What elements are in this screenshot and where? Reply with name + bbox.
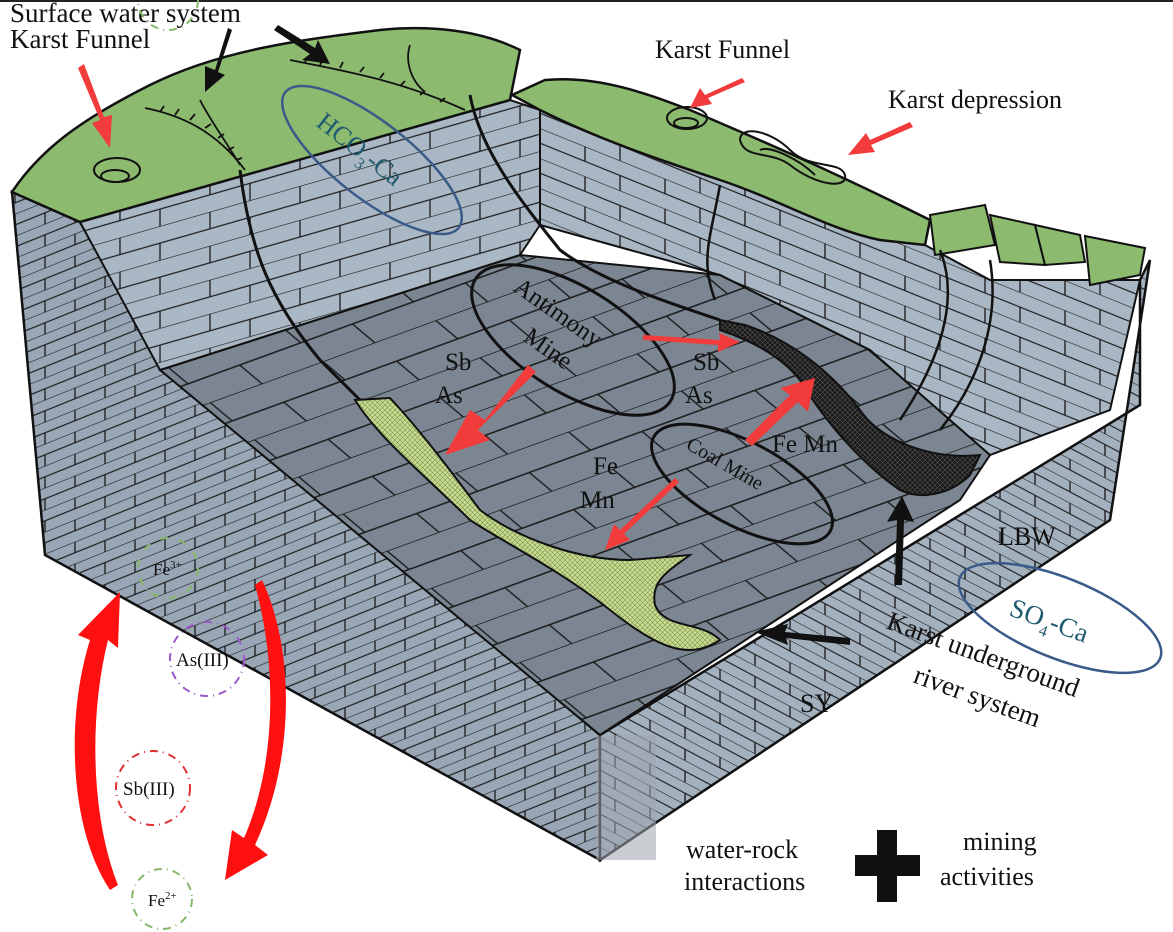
- so4-ellipse: [957, 561, 1163, 675]
- label-water-rock-1: water-rock: [686, 835, 798, 864]
- river-yellow: [353, 396, 722, 651]
- label-fe-mn-right: Fe Mn: [772, 431, 838, 458]
- label-water-rock-2: interactions: [684, 867, 805, 896]
- ring-as3: [169, 621, 245, 697]
- surface-channel-1: [144, 99, 246, 171]
- label-surface-water-system: Surface water system: [10, 0, 241, 28]
- hco3-ellipse: [280, 84, 464, 236]
- fissure-left: [238, 169, 362, 402]
- label-sb3: Sb(III): [123, 779, 175, 800]
- label-fe-center: Fe: [593, 453, 618, 480]
- grass-block-1: [928, 203, 997, 257]
- black-arrow-underground-left: [755, 624, 850, 645]
- red-arrow-funnel-left: [78, 64, 112, 148]
- grass-block-4: [1083, 234, 1147, 287]
- fissure-center: [468, 94, 721, 322]
- karst-depression-icon: [738, 130, 847, 185]
- back-wall-right: [539, 108, 1142, 457]
- label-mining-1: mining: [963, 827, 1037, 856]
- black-arrow-underground-up: [887, 496, 914, 585]
- label-mining-2: activities: [940, 862, 1034, 891]
- red-arrow-depression: [848, 122, 913, 155]
- label-karst-funnel-right: Karst Funnel: [655, 35, 790, 64]
- grass-block-2: [988, 213, 1047, 267]
- grass-block-3: [1033, 223, 1087, 267]
- label-fe2: Fe2+: [148, 890, 177, 910]
- karst-funnel-right-icon: [666, 106, 708, 130]
- label-karst-depression: Karst depression: [888, 85, 1062, 114]
- fissure-right: [706, 184, 722, 301]
- red-arrow-funnel-right: [690, 78, 745, 108]
- red-arrow-coal-to-yellow: [605, 478, 679, 550]
- label-mn-center: Mn: [580, 487, 615, 514]
- ring-fe2: [131, 868, 193, 930]
- coal-mine-ellipse: [650, 422, 834, 546]
- label-lbw: LBW: [998, 522, 1056, 551]
- karst-funnel-left-icon: [93, 157, 141, 183]
- label-karst-funnel-left: Karst Funnel: [10, 24, 150, 54]
- fissure-far-right: [898, 249, 994, 431]
- top-border-line: [0, 0, 1173, 2]
- label-as-left: As: [435, 382, 463, 409]
- front-corner-patch: [596, 735, 656, 860]
- redox-cycle: Fe3+ As(III) Sb(III) Fe2+: [74, 0, 286, 930]
- label-fe3: Fe3+: [153, 559, 182, 579]
- label-sy: SY: [800, 689, 833, 718]
- black-arrow-channel-2: [274, 25, 330, 64]
- red-arrow-cycle-up: [74, 592, 120, 890]
- red-arrow-antimony-to-dark: [643, 333, 740, 352]
- label-sb-right: Sb: [693, 349, 719, 376]
- label-as-right: As: [685, 382, 713, 409]
- ring-sb3: [115, 750, 191, 826]
- red-arrow-antimony-to-yellow: [445, 365, 536, 455]
- black-arrow-channel-1: [205, 28, 232, 92]
- label-so4-ca: SO4-Ca: [1004, 592, 1093, 654]
- red-arrow-cycle-down: [225, 580, 286, 880]
- label-sb-left: Sb: [445, 349, 471, 376]
- plus-icon: [855, 830, 920, 902]
- ring-fe3-b: [137, 537, 199, 599]
- antimony-mine-ellipse: [470, 263, 676, 417]
- label-as3: As(III): [176, 650, 229, 671]
- red-arrow-coal-to-dark: [745, 378, 815, 446]
- river-dark: [719, 318, 982, 496]
